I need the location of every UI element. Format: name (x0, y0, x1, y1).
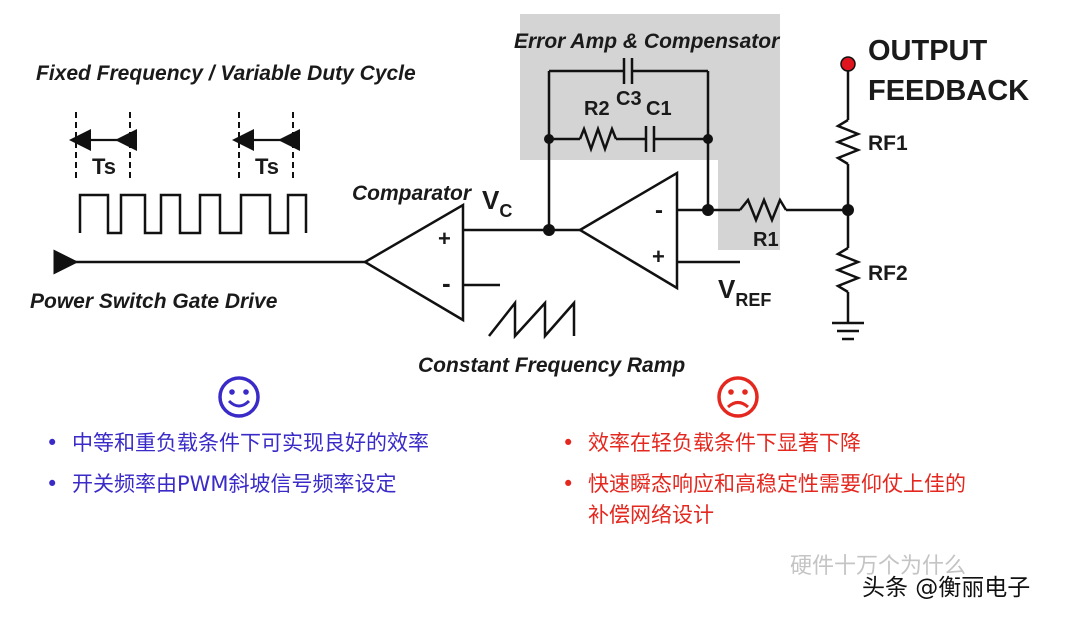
vc-main: V (482, 185, 500, 215)
error-amp-plus: + (652, 244, 665, 269)
cons-item: • 快速瞬态响应和高稳定性需要仰仗上佳的补偿网络设计 (562, 469, 982, 531)
c1-label: C1 (646, 98, 672, 120)
pros-list: • 中等和重负载条件下可实现良好的效率 • 开关频率由PWM斜坡信号频率设定 (46, 428, 506, 510)
error-amp-minus: - (655, 197, 663, 224)
ts-label-1: Ts (92, 154, 116, 179)
error-amp-label: Error Amp & Compensator (514, 30, 781, 53)
rf1-label: RF1 (868, 132, 908, 155)
vc-label: VC (482, 185, 512, 221)
r2-label: R2 (584, 98, 610, 120)
pros-item-text: 开关频率由PWM斜坡信号频率设定 (72, 472, 397, 496)
comparator-symbol (362, 202, 465, 323)
rf2-label: RF2 (868, 262, 908, 285)
ts-marker-1: Ts (69, 112, 137, 182)
vref-main: V (718, 274, 736, 304)
error-amp-symbol (577, 170, 679, 291)
comparator-label: Comparator (352, 182, 473, 205)
vref-sub: REF (735, 290, 771, 310)
watermark-credit: 头条 @衡丽电子 (862, 575, 1031, 601)
ground-symbol (832, 321, 864, 341)
pwm-waveform (78, 193, 308, 235)
cons-item: • 效率在轻负载条件下显著下降 (562, 428, 982, 459)
vc-sub: C (499, 201, 512, 221)
cons-item-text: 效率在轻负载条件下显著下降 (588, 431, 861, 455)
output-feedback-line1: OUTPUT (868, 35, 988, 67)
rf2-resistor (834, 246, 862, 294)
bullet-icon: • (562, 472, 575, 496)
c3-label: C3 (616, 88, 642, 110)
ts-label-2: Ts (255, 154, 279, 179)
cons-list: • 效率在轻负载条件下显著下降 • 快速瞬态响应和高稳定性需要仰仗上佳的补偿网络设计 (562, 428, 982, 541)
comparator-minus: - (442, 268, 451, 298)
bullet-icon: • (562, 431, 575, 455)
comparator-plus: + (438, 226, 451, 251)
output-node-dot (840, 56, 856, 72)
bullet-icon: • (46, 431, 59, 455)
r2-resistor (578, 125, 618, 153)
gate-drive-label: Power Switch Gate Drive (30, 290, 278, 313)
watermark-text: 硬件十万个为什么 (790, 554, 967, 579)
ramp-label: Constant Frequency Ramp (418, 354, 685, 377)
rf1-resistor (834, 118, 862, 166)
r1-resistor (739, 196, 788, 224)
pros-item: • 中等和重负载条件下可实现良好的效率 (46, 428, 506, 459)
pros-item: • 开关频率由PWM斜坡信号频率设定 (46, 469, 506, 500)
ts-marker-2: Ts (232, 112, 300, 182)
output-feedback-line2: FEEDBACK (868, 75, 1029, 107)
ramp-waveform (488, 299, 576, 340)
cons-item-text: 快速瞬态响应和高稳定性需要仰仗上佳的补偿网络设计 (588, 472, 966, 527)
bullet-icon: • (46, 472, 59, 496)
r1-label: R1 (753, 229, 779, 251)
vref-label: VREF (718, 274, 771, 310)
error-amp-highlight-box (520, 14, 780, 250)
smiley-face-icon (218, 376, 260, 418)
pros-item-text: 中等和重负载条件下可实现良好的效率 (72, 431, 429, 455)
mode-title: Fixed Frequency / Variable Duty Cycle (36, 62, 416, 85)
frown-face-icon (717, 376, 759, 418)
